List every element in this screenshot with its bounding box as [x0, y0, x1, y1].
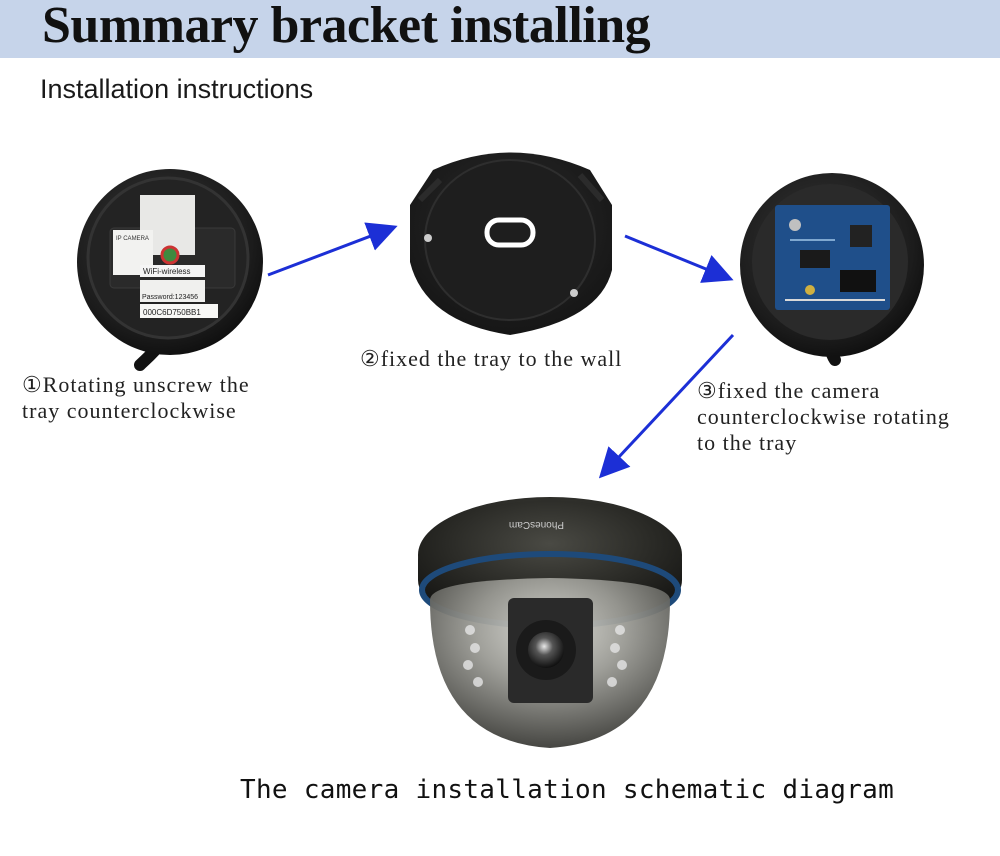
arrow-down-right-icon — [624, 234, 734, 283]
camera-open-image — [740, 173, 924, 366]
dome-camera-image: PhonesCam — [418, 497, 682, 748]
step-1-label-line: tray counterclockwise — [22, 398, 237, 423]
sticker-brand: IP CAMERA — [116, 236, 149, 242]
step-1-label-line: ①Rotating unscrew the — [22, 372, 250, 397]
step-3-label-line: counterclockwise rotating — [697, 404, 950, 429]
tray-cable-slot — [484, 217, 536, 248]
page-title: Summary bracket installing — [42, 0, 651, 54]
diagram-caption: The camera installation schematic diagra… — [240, 775, 895, 805]
arrow-right-icon — [267, 222, 398, 277]
step-3-label-line: ③fixed the camera — [697, 378, 881, 403]
camera-back-image: IP CAMERA WiFi-wireless Password:123456 … — [77, 169, 263, 371]
title-banner: Summary bracket installing — [0, 0, 1000, 58]
camera-lens — [528, 632, 564, 668]
step-2-label: ②fixed the tray to the wall — [360, 346, 623, 371]
dome-brand: PhonesCam — [509, 519, 564, 530]
camera-id: 000C6D750BB1 — [143, 308, 201, 317]
wifi-label: WiFi-wireless — [143, 267, 191, 276]
password-line: Password:123456 — [142, 294, 198, 301]
arrow-down-left-icon — [598, 333, 735, 479]
step-3-label-line: to the tray — [697, 430, 798, 455]
wall-tray-image — [410, 152, 612, 335]
section-subtitle: Installation instructions — [40, 74, 314, 104]
